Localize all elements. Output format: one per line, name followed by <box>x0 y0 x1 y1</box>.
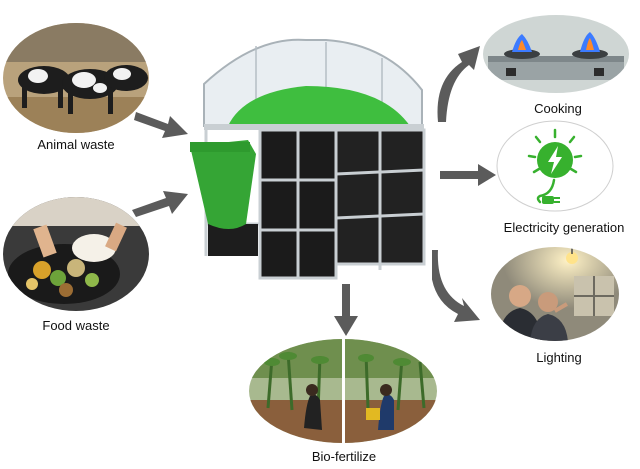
food-waste-image <box>2 196 150 312</box>
lighting-label: Lighting <box>504 350 614 365</box>
cooking-label: Cooking <box>498 101 618 116</box>
biogas-digester-image <box>186 34 432 284</box>
animal-waste-label: Animal waste <box>14 137 138 152</box>
arrow-animal-to-digester <box>134 104 190 138</box>
electricity-image <box>496 120 614 212</box>
biofertilize-label: Bio-fertilize <box>284 449 404 464</box>
arrow-food-to-digester <box>132 186 190 218</box>
food-waste-label: Food waste <box>14 318 138 333</box>
electricity-label: Electricity generation <box>488 220 640 235</box>
animal-waste-image <box>2 22 150 134</box>
arrow-to-biofertilize <box>334 284 358 336</box>
arrow-to-cooking <box>432 40 482 124</box>
biofertilize-image <box>248 338 438 444</box>
arrow-to-electricity <box>440 164 496 186</box>
cooking-image <box>482 14 630 94</box>
arrow-to-lighting <box>432 248 482 330</box>
lighting-image <box>490 246 620 342</box>
